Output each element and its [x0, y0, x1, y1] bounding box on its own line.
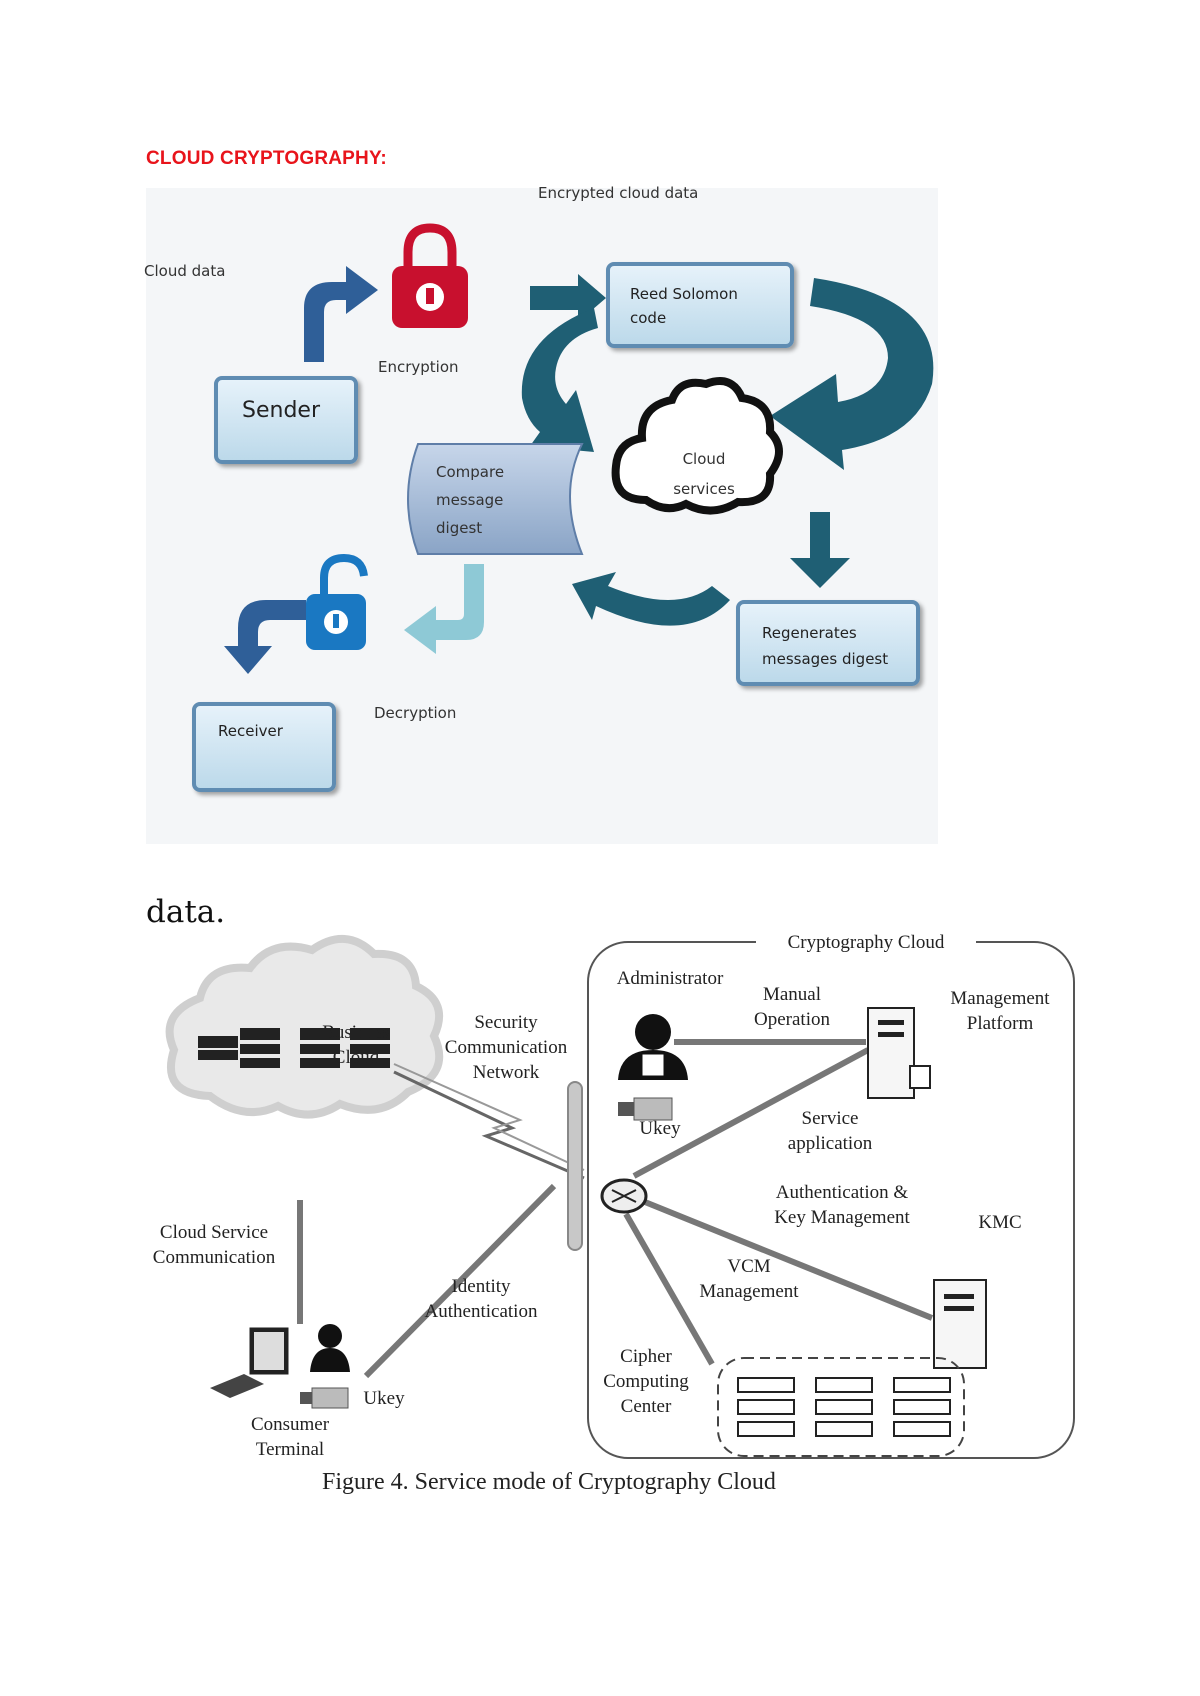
receiver-label: Receiver [218, 722, 283, 740]
service-mode-diagram: Cryptography Cloud Administrator Manual … [140, 924, 1090, 1496]
identity-label-1: Identity [451, 1276, 511, 1297]
security-label-3: Network [472, 1062, 540, 1083]
admin-ukey-label: Ukey [639, 1118, 681, 1139]
figure-caption: Figure 4. Service mode of Cryptography C… [322, 1470, 912, 1498]
manual-label-2: Operation [754, 1009, 830, 1030]
consumer-usb-key-icon [300, 1387, 349, 1409]
business-cloud-label-1: Business [322, 1022, 390, 1043]
cloud-services-label-1: Cloud [682, 450, 726, 468]
business-cloud-label-2: Cloud [332, 1047, 380, 1068]
security-label-2: Communication [444, 1037, 568, 1058]
reedsolomon-to-cloud-arrow [770, 278, 934, 470]
compare-label-2: message [436, 491, 504, 509]
section-heading: CLOUD CRYPTOGRAPHY: [146, 148, 387, 169]
vcm-label-2: Management [699, 1281, 799, 1302]
regenerates-to-compare-arrow [572, 572, 730, 626]
kmc-label: KMC [978, 1212, 1022, 1233]
service-label-2: application [787, 1133, 873, 1154]
identity-label-2: Authentication [424, 1301, 538, 1322]
router-cipher-line [623, 1212, 715, 1366]
diagram-arrows [224, 223, 934, 674]
computer-icon [210, 1327, 289, 1398]
cloud-service-label-1: Cloud Service [159, 1222, 269, 1243]
reed-solomon-label-2: code [630, 309, 667, 327]
cryptography-cloud-title: Cryptography Cloud [756, 930, 976, 955]
network-bus [567, 1081, 583, 1251]
cloud-service-label-2: Communication [152, 1247, 276, 1268]
regenerates-label-1: Regenerates [762, 624, 857, 642]
compare-to-decryption-arrow [404, 564, 484, 654]
consumer-label-2: Terminal [255, 1439, 325, 1460]
figure-caption-text: Figure 4. Service mode of Cryptography C… [322, 1469, 776, 1495]
administrator-label: Administrator [616, 968, 724, 989]
kmc-server-icon [933, 1279, 987, 1369]
body-text: data. [146, 894, 226, 930]
manual-label-1: Manual [762, 984, 822, 1005]
reedsolomon-to-compare-arrow [521, 308, 598, 452]
receiver-box: Receiver [192, 702, 336, 792]
consumer-user-icon [310, 1324, 350, 1372]
reed-solomon-label-1: Reed Solomon [630, 285, 738, 303]
decryption-label: Decryption [374, 704, 457, 722]
encryption-to-reedsolomon-arrow [530, 274, 606, 322]
mgmt-label-2: Platform [966, 1013, 1034, 1034]
usb-key-icon [618, 1097, 673, 1121]
business-cloud-icon [165, 934, 444, 1119]
user-icon [618, 1014, 688, 1080]
compare-label-3: digest [436, 519, 483, 537]
business-servers [198, 1028, 390, 1068]
router-mgmt-line [632, 1047, 870, 1179]
cipher-label-3: Center [620, 1396, 672, 1417]
reed-solomon-box: Reed Solomon code [606, 262, 794, 348]
router-icon [600, 1178, 648, 1214]
service-mode-lines [165, 934, 1075, 1459]
regenerates-label-2: messages digest [762, 650, 889, 668]
security-label-1: Security [474, 1012, 538, 1033]
lock-closed-icon [392, 223, 468, 328]
compare-digest-shape [407, 443, 584, 555]
mgmt-label-1: Management [950, 988, 1050, 1009]
router-kmc-line [638, 1197, 934, 1321]
cloud-icon [611, 377, 783, 515]
encryption-label: Encryption [378, 358, 459, 376]
cloud-cryptography-diagram: Encrypted cloud data Cloud data Sender E… [144, 184, 938, 844]
cloud-services-label-2: services [673, 480, 735, 498]
cloud-to-regenerates-arrow [790, 512, 850, 588]
auth-label-2: Key Management [774, 1207, 910, 1228]
auth-label-1: Authentication & [775, 1182, 909, 1203]
service-label-1: Service [801, 1108, 859, 1129]
sender-label: Sender [242, 398, 320, 423]
cipher-label-1: Cipher [620, 1346, 672, 1367]
sender-to-encryption-arrow [304, 266, 378, 362]
consumer-ukey-label: Ukey [363, 1388, 405, 1409]
network-lightning [393, 1070, 585, 1180]
server-icon [867, 1007, 931, 1099]
compare-label-1: Compare [436, 463, 505, 481]
consumer-label-1: Consumer [250, 1414, 330, 1435]
cloud-data-label: Cloud data [144, 262, 226, 280]
cipher-label-2: Computing [603, 1371, 689, 1392]
encrypted-cloud-data-label: Encrypted cloud data [538, 184, 699, 202]
decryption-to-receiver-arrow [224, 600, 306, 674]
sender-box: Sender [214, 376, 358, 464]
regenerates-box: Regenerates messages digest [736, 600, 920, 686]
identity-line [363, 1183, 557, 1379]
cipher-center-icon [717, 1357, 965, 1457]
vcm-label-1: VCM [727, 1256, 771, 1277]
lock-open-icon [306, 553, 368, 650]
